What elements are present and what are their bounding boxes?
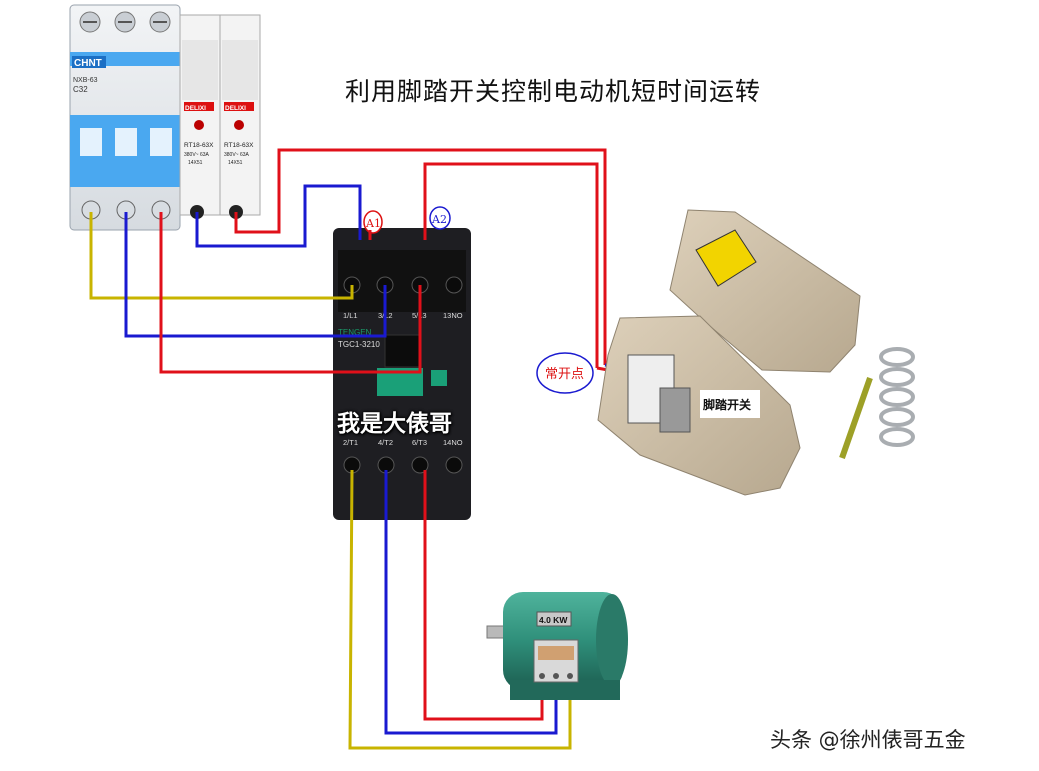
- motor-power: 4.0 KW: [539, 615, 568, 625]
- diagram-title: 利用脚踏开关控制电动机短时间运转: [345, 77, 762, 106]
- fuse-2-code: 14X51: [228, 160, 243, 166]
- coil-terminal-a1: A1: [363, 210, 383, 234]
- motor: 4.0 KW: [486, 592, 628, 700]
- fuse-holders: DELIXI RT18-63X 380V~ 63A 14X51 DELIXI R…: [179, 14, 261, 219]
- breaker-rating: C32: [73, 85, 88, 94]
- wire-l2-blue: [124, 212, 387, 338]
- center-watermark: 我是大俵哥: [337, 411, 452, 437]
- fuse-1: DELIXI RT18-63X 380V~ 63A 14X51: [184, 102, 214, 219]
- wire-l1-yellow: [89, 212, 354, 300]
- fuse-2-brand: DELIXI: [225, 105, 246, 112]
- fuse-1-brand: DELIXI: [185, 105, 206, 112]
- breaker-model: NXB-63: [73, 77, 98, 84]
- coil-terminal-a2: A2: [429, 206, 451, 230]
- normally-open-contact-label: 常开点: [536, 352, 594, 394]
- fuse-1-rating: 380V~ 63A: [184, 152, 210, 158]
- breaker-brand: CHNT: [74, 58, 102, 69]
- foot-pedal: 脚踏开关: [597, 209, 915, 496]
- fuse-2-model: RT18-63X: [224, 142, 254, 149]
- svg-text:A2: A2: [431, 213, 447, 226]
- breaker-top-screws: [79, 11, 171, 33]
- source-watermark: 头条 @徐州俵哥五金: [770, 728, 966, 752]
- terminal-label-top-4: 13NO: [443, 311, 463, 320]
- svg-text:常开点: 常开点: [545, 367, 584, 382]
- circuit-breaker: CHNT NXB-63 C32: [69, 4, 181, 231]
- wire-a2-red: [423, 162, 599, 368]
- spring: [879, 347, 915, 447]
- terminal-label-bottom-3: 6/T3: [412, 438, 427, 447]
- pedal-label: 脚踏开关: [703, 397, 751, 412]
- wires: [89, 148, 633, 750]
- wire-t1-yellow: [348, 469, 572, 750]
- wire-fuse2-red: [234, 148, 607, 365]
- fuse-1-model: RT18-63X: [184, 142, 214, 149]
- contactor-brand: TENGEN: [338, 328, 372, 337]
- contactor-bottom-terminals: [343, 456, 463, 474]
- contactor-model: TGC1-3210: [338, 340, 380, 349]
- wire-l3-red: [159, 212, 422, 374]
- contactor: 1/L1 3/L2 5/L3 13NO TENGEN TGC1-3210 2/T…: [333, 228, 471, 520]
- fuse-2-rating: 380V~ 63A: [224, 152, 250, 158]
- terminal-label-top-1: 1/L1: [343, 311, 358, 320]
- svg-text:A1: A1: [365, 217, 381, 230]
- fuse-1-code: 14X51: [188, 160, 203, 166]
- terminal-label-bottom-2: 4/T2: [378, 438, 393, 447]
- terminal-label-bottom-1: 2/T1: [343, 438, 358, 447]
- wire-t3-red: [423, 470, 544, 721]
- terminal-label-bottom-4: 14NO: [443, 438, 463, 447]
- wire-t2-blue: [384, 470, 558, 735]
- wire-fuse1-blue: [195, 184, 362, 248]
